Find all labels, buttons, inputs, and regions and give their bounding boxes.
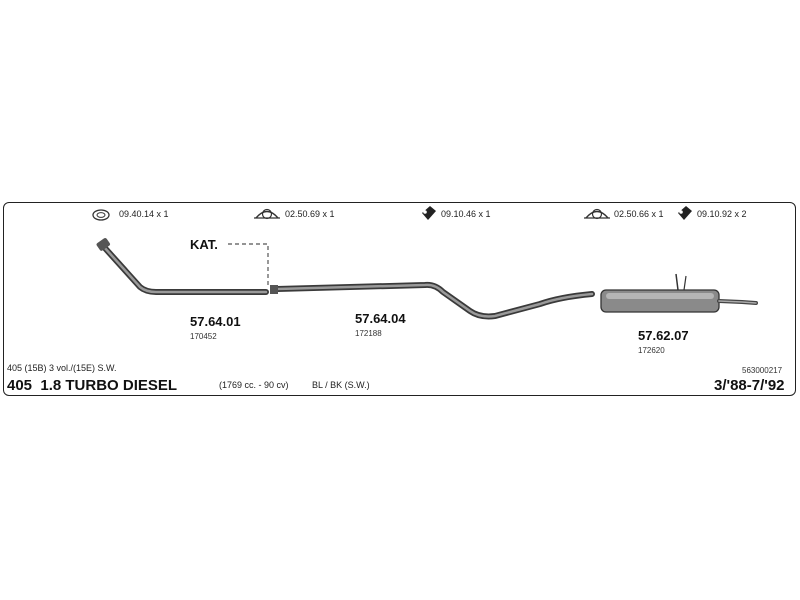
part-57-64-01[interactable]: 57.64.01 170452 bbox=[190, 314, 241, 341]
accessory-label: 02.50.66 x 1 bbox=[614, 209, 664, 219]
accessory-label: 09.10.46 x 1 bbox=[441, 209, 491, 219]
accessory-label: 02.50.69 x 1 bbox=[285, 209, 335, 219]
accessory-label: 09.10.92 x 2 bbox=[697, 209, 747, 219]
part-code: 57.62.07 bbox=[638, 328, 689, 343]
body-type: BL / BK (S.W.) bbox=[312, 380, 370, 390]
part-57-64-04[interactable]: 57.64.04 172188 bbox=[355, 311, 406, 338]
part-ref: 172620 bbox=[638, 346, 665, 355]
rubber-hanger-icon bbox=[678, 206, 692, 220]
production-years: 3/'88-7/'92 bbox=[714, 377, 785, 394]
diagram-number: 563000217 bbox=[742, 366, 783, 375]
part-code: 57.64.04 bbox=[355, 311, 406, 326]
part-ref: 172188 bbox=[355, 329, 382, 338]
rubber-hanger-icon bbox=[422, 206, 436, 220]
part-code: 57.64.01 bbox=[190, 314, 241, 329]
part-ref: 170452 bbox=[190, 332, 217, 341]
part-57-62-07[interactable]: 57.62.07 172620 bbox=[638, 328, 689, 355]
clamp-icon bbox=[584, 208, 610, 220]
catalyst-label: KAT. bbox=[190, 237, 218, 252]
vehicle-variants: 405 (15B) 3 vol./(15E) S.W. bbox=[7, 363, 117, 373]
gasket-ring-icon bbox=[92, 209, 110, 221]
clamp-icon bbox=[254, 208, 280, 220]
center-pipe-57-64-04 bbox=[270, 281, 595, 320]
engine-spec: (1769 cc. - 90 cv) bbox=[219, 380, 289, 390]
vehicle-model-title: 405 1.8 TURBO DIESEL bbox=[7, 377, 178, 394]
accessory-label: 09.40.14 x 1 bbox=[119, 209, 169, 219]
front-pipe-57-64-01 bbox=[96, 238, 269, 295]
catalyst-leader-line bbox=[228, 243, 269, 286]
rear-silencer-57-62-07 bbox=[600, 273, 758, 313]
